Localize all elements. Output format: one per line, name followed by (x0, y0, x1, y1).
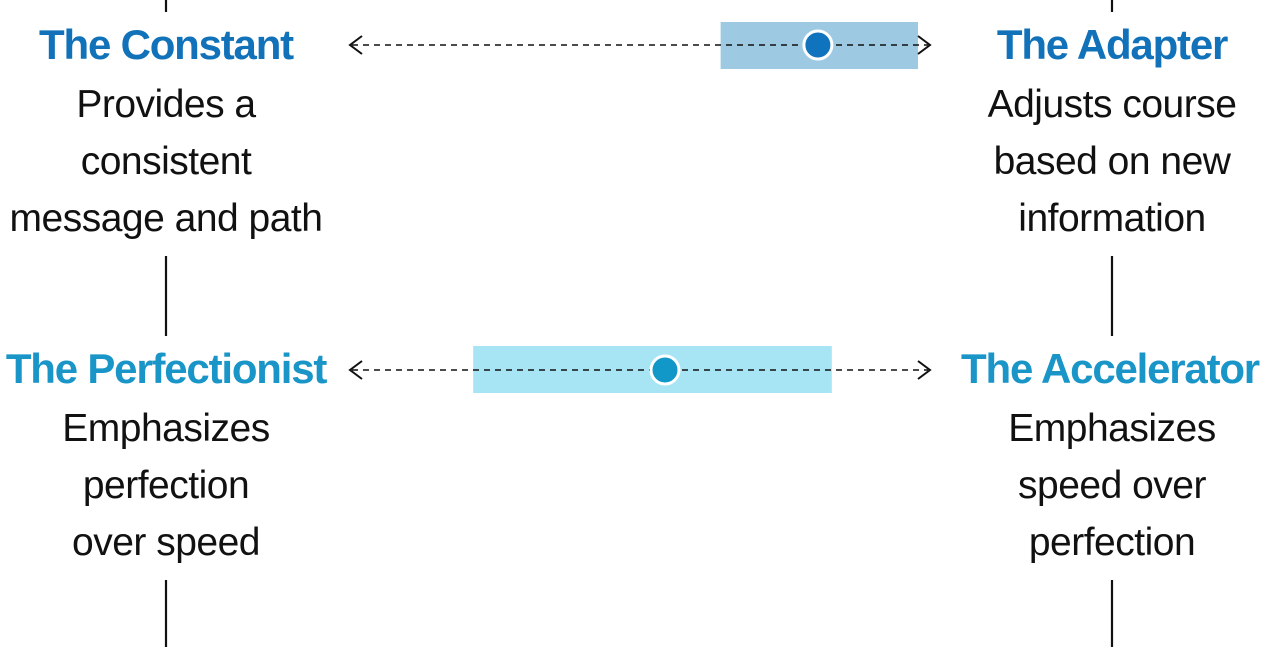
position-marker-2 (649, 354, 681, 386)
scale-perfectionist-accelerator: The Perfectionist Emphasizes perfection … (6, 345, 1261, 564)
right-title-2: The Accelerator (961, 345, 1260, 392)
left-desc-2-line-2: perfection (83, 464, 249, 507)
left-title-2: The Perfectionist (6, 345, 328, 392)
right-desc-2-line-3: perfection (1029, 521, 1195, 564)
left-desc-2-line-1: Emphasizes (62, 407, 269, 450)
left-desc-1-line-2: consistent (81, 140, 252, 183)
left-desc-1-line-3: message and path (10, 197, 323, 240)
left-desc-2-line-3: over speed (72, 521, 260, 564)
right-desc-2-line-1: Emphasizes (1008, 407, 1215, 450)
arrow-left-icon (348, 360, 363, 380)
position-marker-1 (802, 29, 834, 61)
right-desc-1-line-3: information (1018, 197, 1205, 240)
left-desc-1-line-1: Provides a (76, 83, 256, 126)
right-title-1: The Adapter (997, 21, 1228, 68)
arrow-right-icon (917, 360, 932, 380)
right-desc-1-line-1: Adjusts course (988, 83, 1237, 126)
vertical-connectors (164, 0, 1114, 647)
right-desc-2-line-2: speed over (1018, 464, 1206, 507)
arrow-left-icon (348, 35, 363, 55)
arrow-right-icon (917, 35, 932, 55)
right-desc-1-line-2: based on new (994, 140, 1232, 183)
left-title-1: The Constant (39, 21, 294, 68)
scale-constant-adapter: The Constant Provides a consistent messa… (10, 21, 1237, 240)
